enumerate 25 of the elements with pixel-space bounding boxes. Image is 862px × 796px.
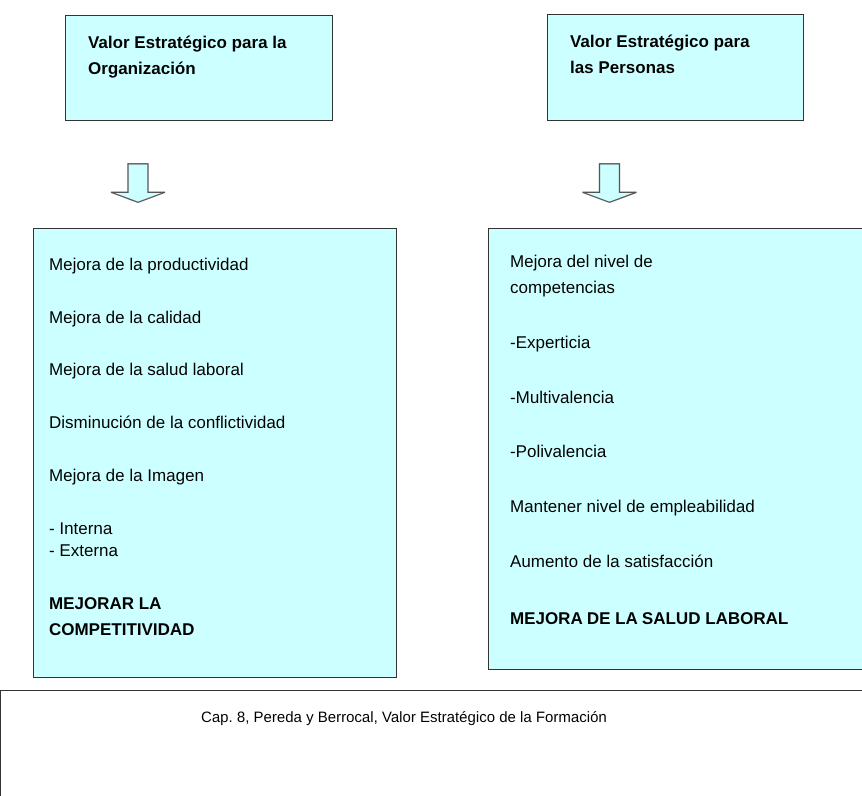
list-item-text: - Interna — [49, 518, 114, 540]
list-box — [488, 228, 862, 670]
list-item-text: -Experticia — [510, 332, 592, 354]
list-item-text: Disminución de la conflictividad — [49, 412, 286, 434]
list-item-text: Mantener nivel de empleabilidad — [510, 496, 756, 518]
list-item-text: -Polivalencia — [510, 441, 608, 463]
heading-box — [547, 14, 804, 121]
list-item-text: Aumento de la satisfacción — [510, 551, 714, 573]
block-arrow — [110, 163, 166, 204]
list-item-text: Mejora de la salud laboral — [49, 359, 245, 381]
list-item-text: Mejora de la calidad — [49, 307, 202, 329]
list-item-text: -Multivalencia — [510, 387, 615, 409]
heading-text: MEJORA DE LA SALUD LABORAL — [510, 608, 790, 630]
list-item-text: Mejora del nivel de competencias — [510, 251, 654, 299]
block-arrow — [582, 163, 638, 204]
heading-text: MEJORAR LA COMPETITIVIDAD — [49, 593, 196, 641]
list-item-text: - Externa — [49, 540, 119, 562]
caption-box — [0, 690, 862, 796]
list-item-text: Mejora de la productividad — [49, 254, 250, 276]
list-item-text: Mejora de la Imagen — [49, 465, 205, 487]
heading-text: Valor Estratégico para la Organización — [88, 32, 288, 80]
caption-text: Cap. 8, Pereda y Berrocal, Valor Estratégico de la Formación — [201, 708, 608, 728]
heading-box — [65, 15, 333, 121]
list-box — [33, 228, 397, 678]
heading-text: Valor Estratégico para las Personas — [570, 31, 751, 79]
